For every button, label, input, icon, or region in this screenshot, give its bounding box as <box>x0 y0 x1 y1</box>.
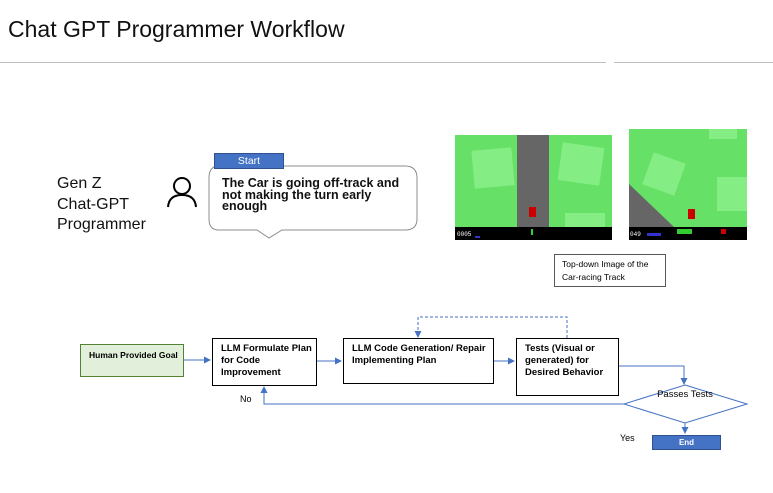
track-screenshot-right: 049 <box>629 129 747 247</box>
svg-text:049: 049 <box>630 231 641 238</box>
svg-text:0005: 0005 <box>457 231 472 238</box>
yes-label: Yes <box>620 433 635 443</box>
person-icon <box>167 177 197 208</box>
track-screenshot-left: 0005 <box>455 135 612 240</box>
car-icon <box>688 209 695 219</box>
car-icon <box>529 207 536 217</box>
tests-box: Tests (Visual or generated) for Desired … <box>516 338 619 396</box>
screenshot-caption: Top-down Image of the Car-racing Track <box>554 254 666 287</box>
speech-bubble <box>208 165 418 239</box>
page-title: Chat GPT Programmer Workflow <box>8 16 345 42</box>
persona-label: Gen Z Chat-GPT Programmer <box>57 175 146 233</box>
no-label: No <box>240 394 252 404</box>
arrow-dashed-feedback <box>414 316 568 338</box>
plan-box: LLM Formulate Plan for Code Improvement <box>212 338 317 386</box>
goal-box: Human Provided Goal <box>80 344 184 377</box>
decision-label: Passes Tests <box>657 389 713 400</box>
arrow-tests-to-decision <box>619 365 688 385</box>
start-label: Start <box>214 153 284 169</box>
arrow-no-loop <box>260 386 624 405</box>
title-divider-right <box>614 62 773 63</box>
title-divider <box>0 62 606 63</box>
end-label: End <box>652 435 721 450</box>
codegen-box: LLM Code Generation/ Repair Implementing… <box>343 338 494 384</box>
speech-bubble-text: The Car is going off-track and not makin… <box>222 176 400 213</box>
